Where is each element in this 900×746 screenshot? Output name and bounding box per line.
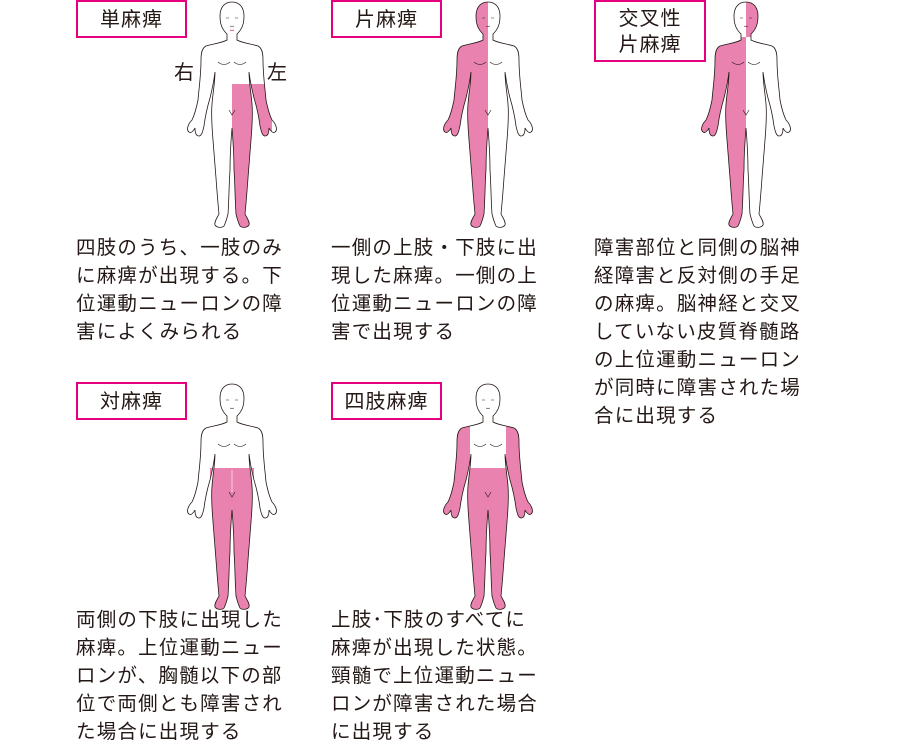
side-label-left: 左 [267,60,287,84]
description-line: 害で出現する [331,320,456,343]
description-line: に出現する [331,720,435,743]
title-text-line2: 片麻痺 [618,32,682,56]
title-text-line1: 交叉性 [618,6,682,30]
body-figure-icon [443,383,533,610]
paralysis-region-both-legs [466,468,510,610]
description-line: に麻痺が出現する。下 [76,264,284,287]
description-line: ロンが、胸髄以下の部 [76,664,283,687]
description-line: が同時に障害された場 [594,376,802,399]
title-box-tetraplegia: 四肢麻痺 [331,382,442,420]
description-line: 位運動ニューロンの障 [76,292,284,315]
body-figure-icon [187,1,277,228]
description-line: 現した麻痺。一側の上 [331,264,539,287]
description-line: 麻痺が出現した状態。 [331,636,539,659]
description-hemiplegia: 一側の上肢・下肢に出 現した麻痺。一側の上 位運動ニューロンの障 害で出現する [331,234,538,346]
description-line: 四肢のうち、一肢のみ [76,236,284,259]
description-line: 麻痺。上位運動ニュー [76,636,284,659]
body-figure-icon [701,1,791,228]
title-text: 片麻痺 [355,7,418,31]
description-line: た場合に出現する [76,720,242,743]
title-text: 単麻痺 [100,7,163,31]
title-box-monoplegia: 単麻痺 [76,0,187,38]
side-label-right: 右 [174,60,194,84]
title-text: 対麻痺 [100,389,163,413]
description-line: 位で両側とも障害され [76,692,284,715]
title-box-crossed-hemiplegia: 交叉性 片麻痺 [594,0,706,62]
title-box-hemiplegia: 片麻痺 [331,0,442,38]
description-line: 上肢･下肢のすべてに [331,608,527,631]
paralysis-region-right-half [443,2,488,228]
description-paraplegia: 両側の下肢に出現した 麻痺。上位運動ニュー ロンが、胸髄以下の部 位で両側とも障… [76,606,283,746]
body-figure-icon [187,383,277,610]
description-line: 経障害と反対側の手足 [594,264,802,287]
body-figure-icon [443,1,533,228]
description-line: の麻痺。脳神経と交叉 [594,292,802,315]
description-line: 両側の下肢に出現した [76,608,284,631]
description-line: 合に出現する [594,404,719,427]
description-line: 一側の上肢・下肢に出 [331,236,539,259]
paralysis-region-left-arm [506,422,533,522]
description-line: 頸髄で上位運動ニュー [331,664,539,687]
description-line: の上位運動ニューロン [594,348,802,371]
description-crossed-hemiplegia: 障害部位と同側の脳神 経障害と反対側の手足 の麻痺。脳神経と交叉 していない皮質… [594,234,801,430]
paralysis-region-body-right [701,37,746,228]
title-box-paraplegia: 対麻痺 [76,382,187,420]
description-monoplegia: 四肢のうち、一肢のみ に麻痺が出現する。下 位運動ニューロンの障 害によくみられ… [76,234,283,346]
title-text: 四肢麻痺 [344,389,429,413]
description-line: ロンが障害された場合 [331,692,539,715]
description-line: していない皮質脊髄路 [594,320,801,343]
description-line: 位運動ニューロンの障 [331,292,539,315]
description-line: 障害部位と同側の脳神 [594,236,802,259]
paralysis-region-right-arm [443,422,470,522]
description-line: 害によくみられる [76,320,243,343]
description-tetraplegia: 上肢･下肢のすべてに 麻痺が出現した状態。 頸髄で上位運動ニュー ロンが障害され… [331,606,538,746]
